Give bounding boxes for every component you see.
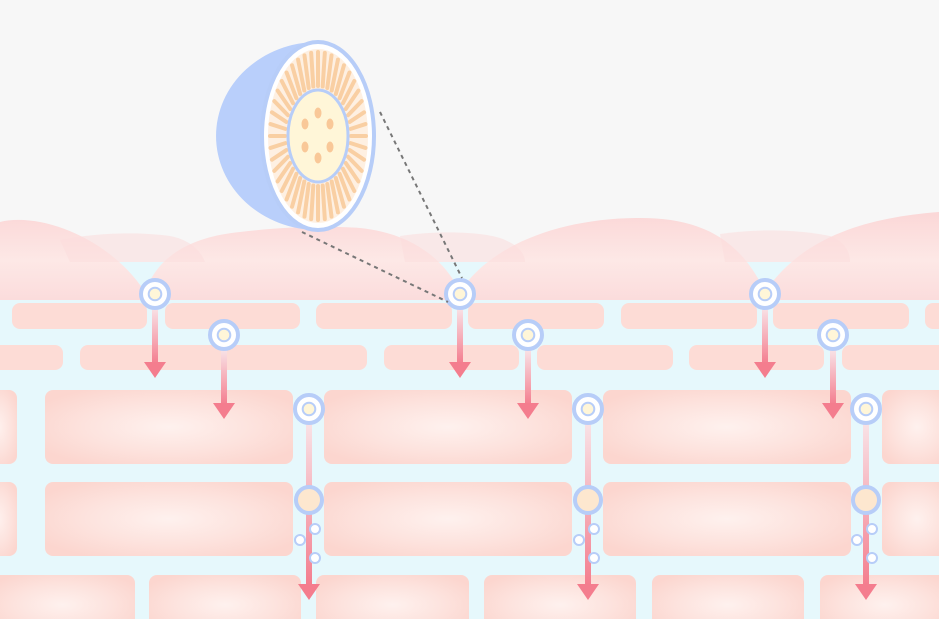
skin-cell — [324, 390, 572, 464]
skin-cell — [384, 345, 519, 370]
payload-dot — [301, 118, 309, 130]
skin-cell — [0, 482, 17, 556]
skin-cell — [12, 303, 147, 329]
skin-cell — [882, 482, 939, 556]
surface-bump — [0, 212, 939, 300]
release-particle-icon — [573, 485, 603, 515]
down-arrow-icon — [754, 308, 776, 378]
droplet-icon — [309, 552, 321, 564]
surface-bump-outer — [720, 230, 850, 262]
skin-cell — [603, 482, 851, 556]
nanoparticle-icon — [139, 278, 171, 310]
skin-cell — [0, 575, 135, 619]
cell-layer-2 — [0, 345, 939, 370]
nanoparticle-icon — [444, 278, 476, 310]
skin-cell — [316, 303, 452, 329]
payload-dot — [326, 141, 334, 153]
down-arrow-icon — [213, 350, 235, 419]
zoom-line-upper — [379, 111, 463, 279]
cell-layer-5 — [0, 575, 939, 619]
penetration-paths — [139, 278, 882, 600]
skin-cell — [773, 303, 909, 329]
skin-cell — [882, 390, 939, 464]
down-arrow-icon — [517, 350, 539, 419]
nanoparticle-icon — [749, 278, 781, 310]
nanoparticle-icon — [293, 393, 325, 425]
droplet-icon — [851, 534, 863, 546]
skin-cell — [316, 575, 469, 619]
skin-cell — [484, 575, 636, 619]
droplet-icon — [309, 523, 321, 535]
nanoparticle-zoom-detail — [216, 40, 376, 232]
release-particle-icon — [294, 485, 324, 515]
payload-dot — [301, 141, 309, 153]
skin-cell — [0, 345, 63, 370]
cell-layer-3 — [0, 390, 939, 464]
nanoparticle-icon — [850, 393, 882, 425]
surface-bump-outer — [400, 232, 525, 262]
cell-layer-4 — [0, 482, 939, 556]
skin-cell — [689, 345, 824, 370]
droplet-icon — [588, 523, 600, 535]
skin-cell — [468, 303, 604, 329]
nanoparticle-icon — [208, 319, 240, 351]
droplet-icon — [866, 523, 878, 535]
skin-cell — [925, 303, 939, 329]
skin-cell — [537, 345, 673, 370]
skin-cell — [149, 575, 301, 619]
cell-layer-1 — [12, 303, 939, 329]
skin-cell — [603, 390, 851, 464]
droplet-icon — [588, 552, 600, 564]
skin-cell — [621, 303, 757, 329]
nanoparticle-icon — [817, 319, 849, 351]
droplet-icon — [866, 552, 878, 564]
nanoparticle-icon — [572, 393, 604, 425]
skin-cell — [0, 390, 17, 464]
payload-dot — [314, 152, 322, 164]
skin-cell — [165, 303, 300, 329]
down-arrow-icon — [822, 350, 844, 419]
skin-surface — [0, 212, 939, 300]
lipid-tails — [268, 50, 368, 222]
nanoparticle-icon — [512, 319, 544, 351]
payload-dots — [301, 107, 334, 164]
skin-cell — [842, 345, 939, 370]
droplet-icon — [294, 534, 306, 546]
down-arrow-icon — [449, 308, 471, 378]
payload-dot — [326, 118, 334, 130]
payload-dot — [314, 107, 322, 119]
surface-bump-outer — [60, 233, 205, 262]
zoom-line-lower — [301, 231, 449, 303]
skin-cell — [45, 390, 293, 464]
droplet-icon — [573, 534, 585, 546]
release-particle-icon — [851, 485, 881, 515]
skin-cell — [820, 575, 939, 619]
nanoparticle-core — [286, 88, 350, 184]
down-arrow-icon — [144, 308, 166, 378]
skin-cell — [652, 575, 804, 619]
skin-cell — [45, 482, 293, 556]
skin-cell — [324, 482, 572, 556]
